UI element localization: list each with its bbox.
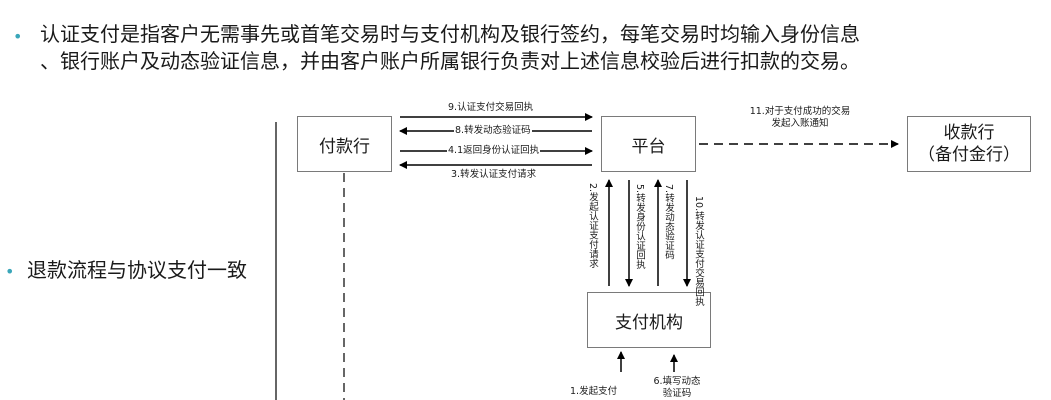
payer-bank-node: 付款行: [297, 116, 392, 172]
edge-7-label: 7.转发动态验证码: [663, 184, 674, 260]
bullet-dot-2: •: [5, 262, 15, 281]
edge-6-label-line-2: 验证码: [662, 388, 692, 399]
bullet-dot-1: •: [13, 27, 23, 46]
payee-bank-label: 收款行: [943, 123, 995, 143]
edge-6-label-line-1: 6.填写动态: [653, 376, 701, 387]
bullet-1-line-1: 认证支付是指客户无需事先或首笔交易时与支付机构及银行签约，每笔交易时均输入身份信…: [40, 22, 860, 46]
edge-41-label: 4.1返回身份认证回执: [447, 145, 541, 157]
payer-bank-label: 付款行: [319, 136, 370, 157]
edge-3-label: 3.转发认证支付请求: [451, 169, 537, 180]
edge-1-label: 1.发起支付: [570, 386, 618, 397]
edge-11-label: 11.对于支付成功的交易 发起入账通知: [740, 106, 860, 130]
edge-6-label: 6.填写动态 验证码: [645, 376, 709, 400]
edge-2-label: 2.发起认证支付请求: [587, 183, 598, 269]
bullet-1-line-2: 、银行账户及动态验证信息，并由客户账户所属银行负责对上述信息校验后进行扣款的交易…: [40, 49, 860, 73]
edge-5-label: 5.转发身份认证回执: [634, 184, 645, 270]
edge-11-label-line-1: 11.对于支付成功的交易: [749, 106, 851, 117]
platform-label: 平台: [631, 136, 666, 157]
bullet-2: 退款流程与协议支付一致: [27, 258, 247, 282]
payment-institution-node: 支付机构: [587, 292, 711, 348]
payee-bank-sublabel: （备付金行）: [918, 145, 1020, 165]
edge-9-label: 9.认证支付交易回执: [448, 102, 534, 113]
edge-11-label-line-2: 发起入账通知: [771, 118, 829, 129]
edge-8-label: 8.转发动态验证码: [454, 125, 532, 137]
platform-node: 平台: [601, 116, 696, 172]
payee-bank-node: 收款行 （备付金行）: [907, 116, 1031, 172]
payment-institution-label: 支付机构: [615, 312, 683, 333]
edge-10-label: 10.转发认证支付交易回执: [693, 196, 704, 307]
